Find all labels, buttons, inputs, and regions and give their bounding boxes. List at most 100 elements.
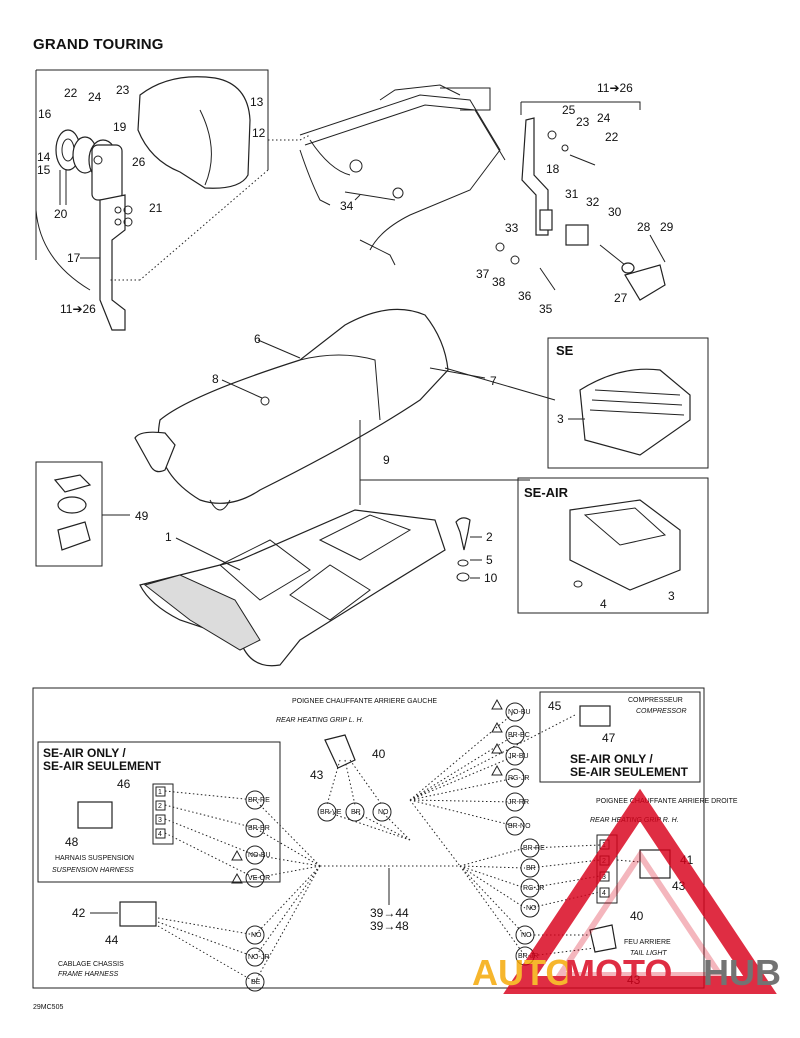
wire-code: BR-VE <box>320 809 342 816</box>
wire-code: RG-JR <box>508 775 529 782</box>
callout-38: 38 <box>492 275 506 289</box>
compressor-en: COMPRESSOR <box>636 708 687 715</box>
susp-seair-only-2: SE-AIR SEULEMENT <box>43 759 162 773</box>
wire-code: BR-RE <box>248 797 270 804</box>
callout-33: 33 <box>505 221 519 235</box>
callout-22r: 22 <box>605 130 619 144</box>
wire-code: VE-OR <box>248 875 270 882</box>
callout-24r: 24 <box>597 111 611 125</box>
callout-15: 15 <box>37 163 51 177</box>
susp-pin-1: 1 <box>158 789 162 796</box>
wire-code: BR-RE <box>523 845 545 852</box>
callout-23r: 23 <box>576 115 590 129</box>
callout-36: 36 <box>518 289 532 303</box>
callout-14: 14 <box>37 150 51 164</box>
wire-code: BR <box>526 865 536 872</box>
rack-assembly: 34 25 23 24 22 18 33 31 32 30 28 29 37 3… <box>299 81 674 316</box>
latch-part <box>624 264 666 301</box>
wire-code: NO <box>378 809 389 816</box>
wire-code: NO-BU <box>508 709 531 716</box>
wire-code: JR-RR <box>508 799 529 806</box>
seair-only-1: SE-AIR ONLY / <box>570 752 653 766</box>
watermark-triangle <box>503 788 777 994</box>
page-title: GRAND TOURING <box>33 36 164 53</box>
callout-18: 18 <box>546 162 560 176</box>
automotohub-watermark: AUTO MOTO HUB <box>472 788 781 994</box>
compressor-fr: COMPRESSEUR <box>628 697 683 704</box>
wire-code: NO <box>521 932 532 939</box>
backrest-bracket <box>99 194 126 331</box>
callout-5: 5 <box>486 553 493 567</box>
taillight-fr: FEU ARRIERE <box>624 939 671 946</box>
frame-fr: CABLAGE CHASSIS <box>58 961 124 968</box>
seair-box: SE-AIR 4 3 <box>517 477 709 614</box>
backrest-ref: 11➔26 <box>60 302 96 316</box>
susp-pins: 1 2 3 4 <box>155 786 166 839</box>
taillight-connector <box>589 924 617 953</box>
callout-3-se: 3 <box>557 412 564 426</box>
seat-cushion <box>157 308 449 504</box>
callout-25: 25 <box>562 103 576 117</box>
callout-27: 27 <box>614 291 628 305</box>
taillight-en: TAIL LIGHT <box>630 950 667 957</box>
callout-4-seair: 4 <box>600 597 607 611</box>
callout-16: 16 <box>38 107 52 121</box>
frame-en: FRAME HARNESS <box>58 971 119 978</box>
callout-10: 10 <box>484 571 498 585</box>
wire-codes-compressor: NO-BU BR-BC JR-BU RG-JR JR-RR BR-NO <box>491 698 531 836</box>
se-box: SE 3 <box>547 337 709 469</box>
callout-3-seair: 3 <box>668 589 675 603</box>
susp-connector <box>77 801 113 829</box>
seair-pan <box>569 499 681 591</box>
callout-26: 26 <box>132 155 146 169</box>
wire-codes-frame: NO NO-JR BE <box>245 925 269 992</box>
seat-assembly: 6 7 8 9 1 2 5 10 <box>134 308 556 667</box>
callout-37: 37 <box>476 267 490 281</box>
wire-code: BE <box>251 979 261 986</box>
footer-code: 29MC505 <box>33 1004 63 1011</box>
callout-45: 45 <box>548 699 562 713</box>
wiring-diagram: POIGNEE CHAUFFANTE ARRIERE GAUCHE REAR H… <box>32 687 738 992</box>
callout-21: 21 <box>149 201 163 215</box>
susp-pin-2: 2 <box>158 803 162 810</box>
compressor-connector <box>579 705 611 727</box>
wire-code: NO <box>526 905 537 912</box>
callout-6: 6 <box>254 332 261 346</box>
callout-20: 20 <box>54 207 68 221</box>
susp-pin-4: 4 <box>158 831 162 838</box>
susp-fr: HARNAIS SUSPENSION <box>55 855 134 862</box>
plate-part <box>539 209 553 231</box>
callout-9: 9 <box>383 453 390 467</box>
callout-23: 23 <box>116 83 130 97</box>
callout-40-left: 40 <box>372 747 386 761</box>
rack-bracket <box>521 117 549 236</box>
callout-35: 35 <box>539 302 553 316</box>
callout-31: 31 <box>565 187 579 201</box>
callout-13: 13 <box>250 95 264 109</box>
wire-code: BR-BC <box>508 732 530 739</box>
wire-code: BR <box>351 809 361 816</box>
wire-codes-center: BR-VE BR NO <box>317 802 392 822</box>
wire-code: JR-BU <box>508 753 529 760</box>
right-pin-3: 3 <box>602 874 606 881</box>
seair-only-2: SE-AIR SEULEMENT <box>570 765 689 779</box>
frame-connector <box>119 901 157 927</box>
callout-1: 1 <box>165 530 172 544</box>
rack-ref: 11➔26 <box>597 81 633 95</box>
right-pin-4: 4 <box>602 890 606 897</box>
callout-47: 47 <box>602 731 616 745</box>
callout-49: 49 <box>135 509 149 523</box>
part-49-box: 49 <box>35 461 149 567</box>
callout-19: 19 <box>113 120 127 134</box>
wire-codes-right: BR-RE BR RG-JR NO <box>520 838 545 918</box>
wire-code: BR-NO <box>508 823 531 830</box>
callout-8: 8 <box>212 372 219 386</box>
callout-43-left: 43 <box>310 768 324 782</box>
wire-code: NO <box>251 932 262 939</box>
center-ref-1: 39→44 <box>370 906 409 920</box>
callout-24: 24 <box>88 90 102 104</box>
callout-44: 44 <box>105 933 119 947</box>
callout-34: 34 <box>340 199 354 213</box>
right-grip-fr: POIGNEE CHAUFFANTE ARRIERE DROITE <box>596 798 738 805</box>
callout-12: 12 <box>252 126 266 140</box>
